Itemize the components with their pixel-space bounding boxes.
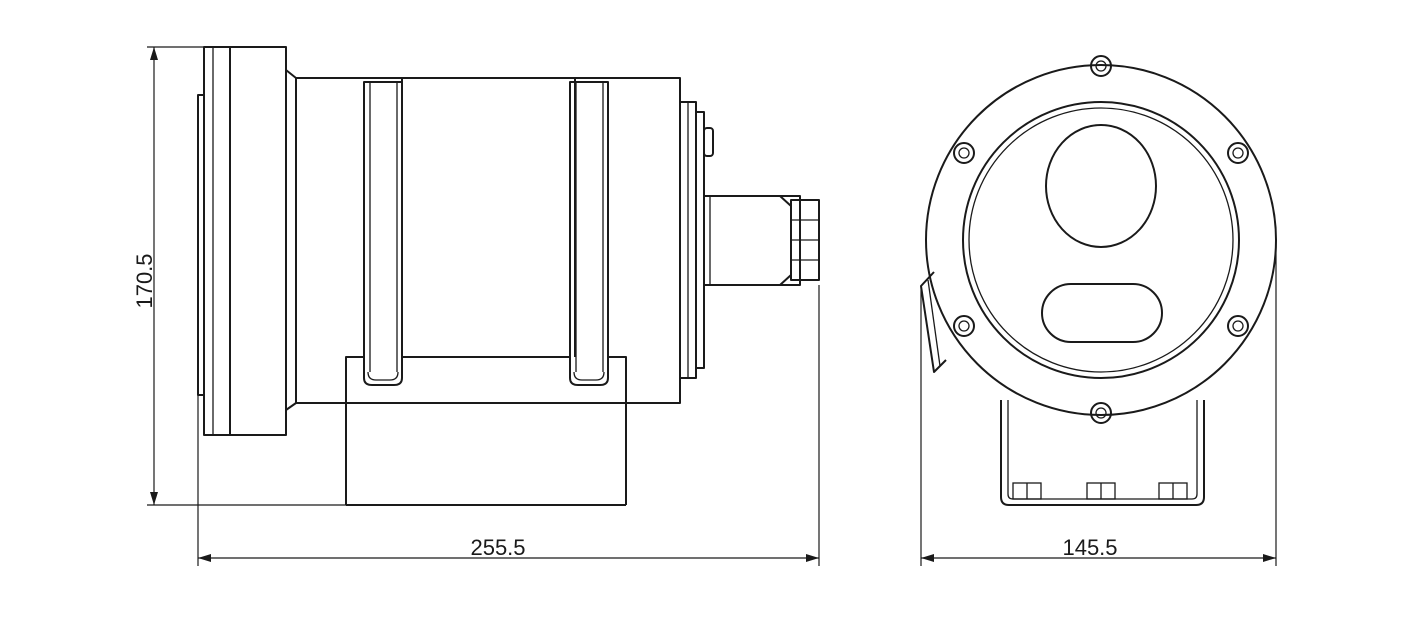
side-view: 170.5 255.5 <box>132 46 820 566</box>
width-dimension: 145.5 <box>920 240 1277 566</box>
bolt <box>1227 315 1249 337</box>
cable-gland <box>703 195 820 286</box>
front-flange <box>197 46 297 436</box>
height-dimension-label: 170.5 <box>132 253 157 308</box>
width-dimension-label: 145.5 <box>1062 535 1117 560</box>
side-latch <box>920 271 947 373</box>
height-dimension: 170.5 <box>132 46 346 506</box>
mounting-base <box>345 356 627 506</box>
inner-ring <box>962 101 1240 379</box>
camera-window <box>1045 124 1157 248</box>
housing-body <box>295 77 681 404</box>
bolt <box>953 315 975 337</box>
front-view: 145.5 <box>920 55 1277 566</box>
illuminator-window <box>1041 283 1163 343</box>
bolt <box>953 142 975 164</box>
clamp-band-left <box>363 81 403 386</box>
clamp-band-right <box>569 81 609 386</box>
rear-cap <box>679 101 714 379</box>
flange-bolts <box>953 55 1249 424</box>
bolt <box>1090 55 1112 77</box>
bolt <box>1227 142 1249 164</box>
front-bracket <box>1000 400 1205 506</box>
length-dimension: 255.5 <box>197 285 820 566</box>
length-dimension-label: 255.5 <box>470 535 525 560</box>
outer-flange <box>925 64 1277 416</box>
bolt <box>1090 402 1112 424</box>
inner-ring-edge <box>968 107 1234 373</box>
